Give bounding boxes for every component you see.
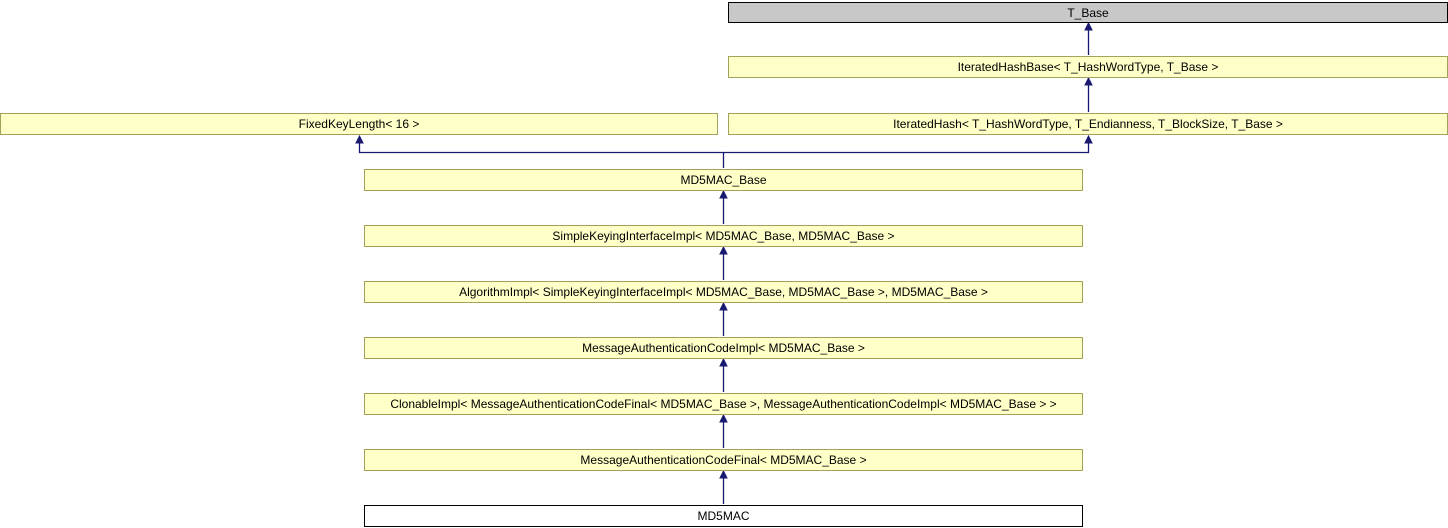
class-node-algorithm-impl[interactable]: AlgorithmImpl< SimpleKeyingInterfaceImpl… [364, 281, 1083, 303]
class-node-message-authentication-code-final[interactable]: MessageAuthenticationCodeFinal< MD5MAC_B… [364, 449, 1083, 471]
class-node-fixed-key-length[interactable]: FixedKeyLength< 16 > [0, 113, 718, 135]
class-node-iterated-hash-base[interactable]: IteratedHashBase< T_HashWordType, T_Base… [728, 56, 1448, 78]
class-node-md5mac-base[interactable]: MD5MAC_Base [364, 169, 1083, 191]
inheritance-arrowhead-icon [719, 245, 728, 255]
inheritance-edge-md5mac-base-to-fixed-key-length [358, 142, 725, 168]
inheritance-arrowhead-icon [719, 301, 728, 311]
inheritance-arrowhead-icon [1084, 134, 1093, 144]
inheritance-arrowhead-icon [719, 469, 728, 479]
inheritance-arrowhead-icon [719, 413, 728, 423]
class-node-md5mac: MD5MAC [364, 505, 1083, 527]
inheritance-arrowhead-icon [1084, 21, 1093, 31]
class-node-clonable-impl[interactable]: ClonableImpl< MessageAuthenticationCodeF… [364, 393, 1083, 415]
inheritance-arrowhead-icon [719, 357, 728, 367]
inheritance-edge-md5mac-base-to-iterated-hash [723, 142, 1090, 154]
class-node-message-authentication-code-impl[interactable]: MessageAuthenticationCodeImpl< MD5MAC_Ba… [364, 337, 1083, 359]
inheritance-arrowhead-icon [719, 189, 728, 199]
class-node-iterated-hash[interactable]: IteratedHash< T_HashWordType, T_Endianne… [728, 113, 1448, 135]
inheritance-arrowhead-icon [355, 134, 364, 144]
class-node-simple-keying-interface-impl[interactable]: SimpleKeyingInterfaceImpl< MD5MAC_Base, … [364, 225, 1083, 247]
class-node-t-base: T_Base [728, 2, 1448, 23]
inheritance-arrowhead-icon [1084, 76, 1093, 86]
